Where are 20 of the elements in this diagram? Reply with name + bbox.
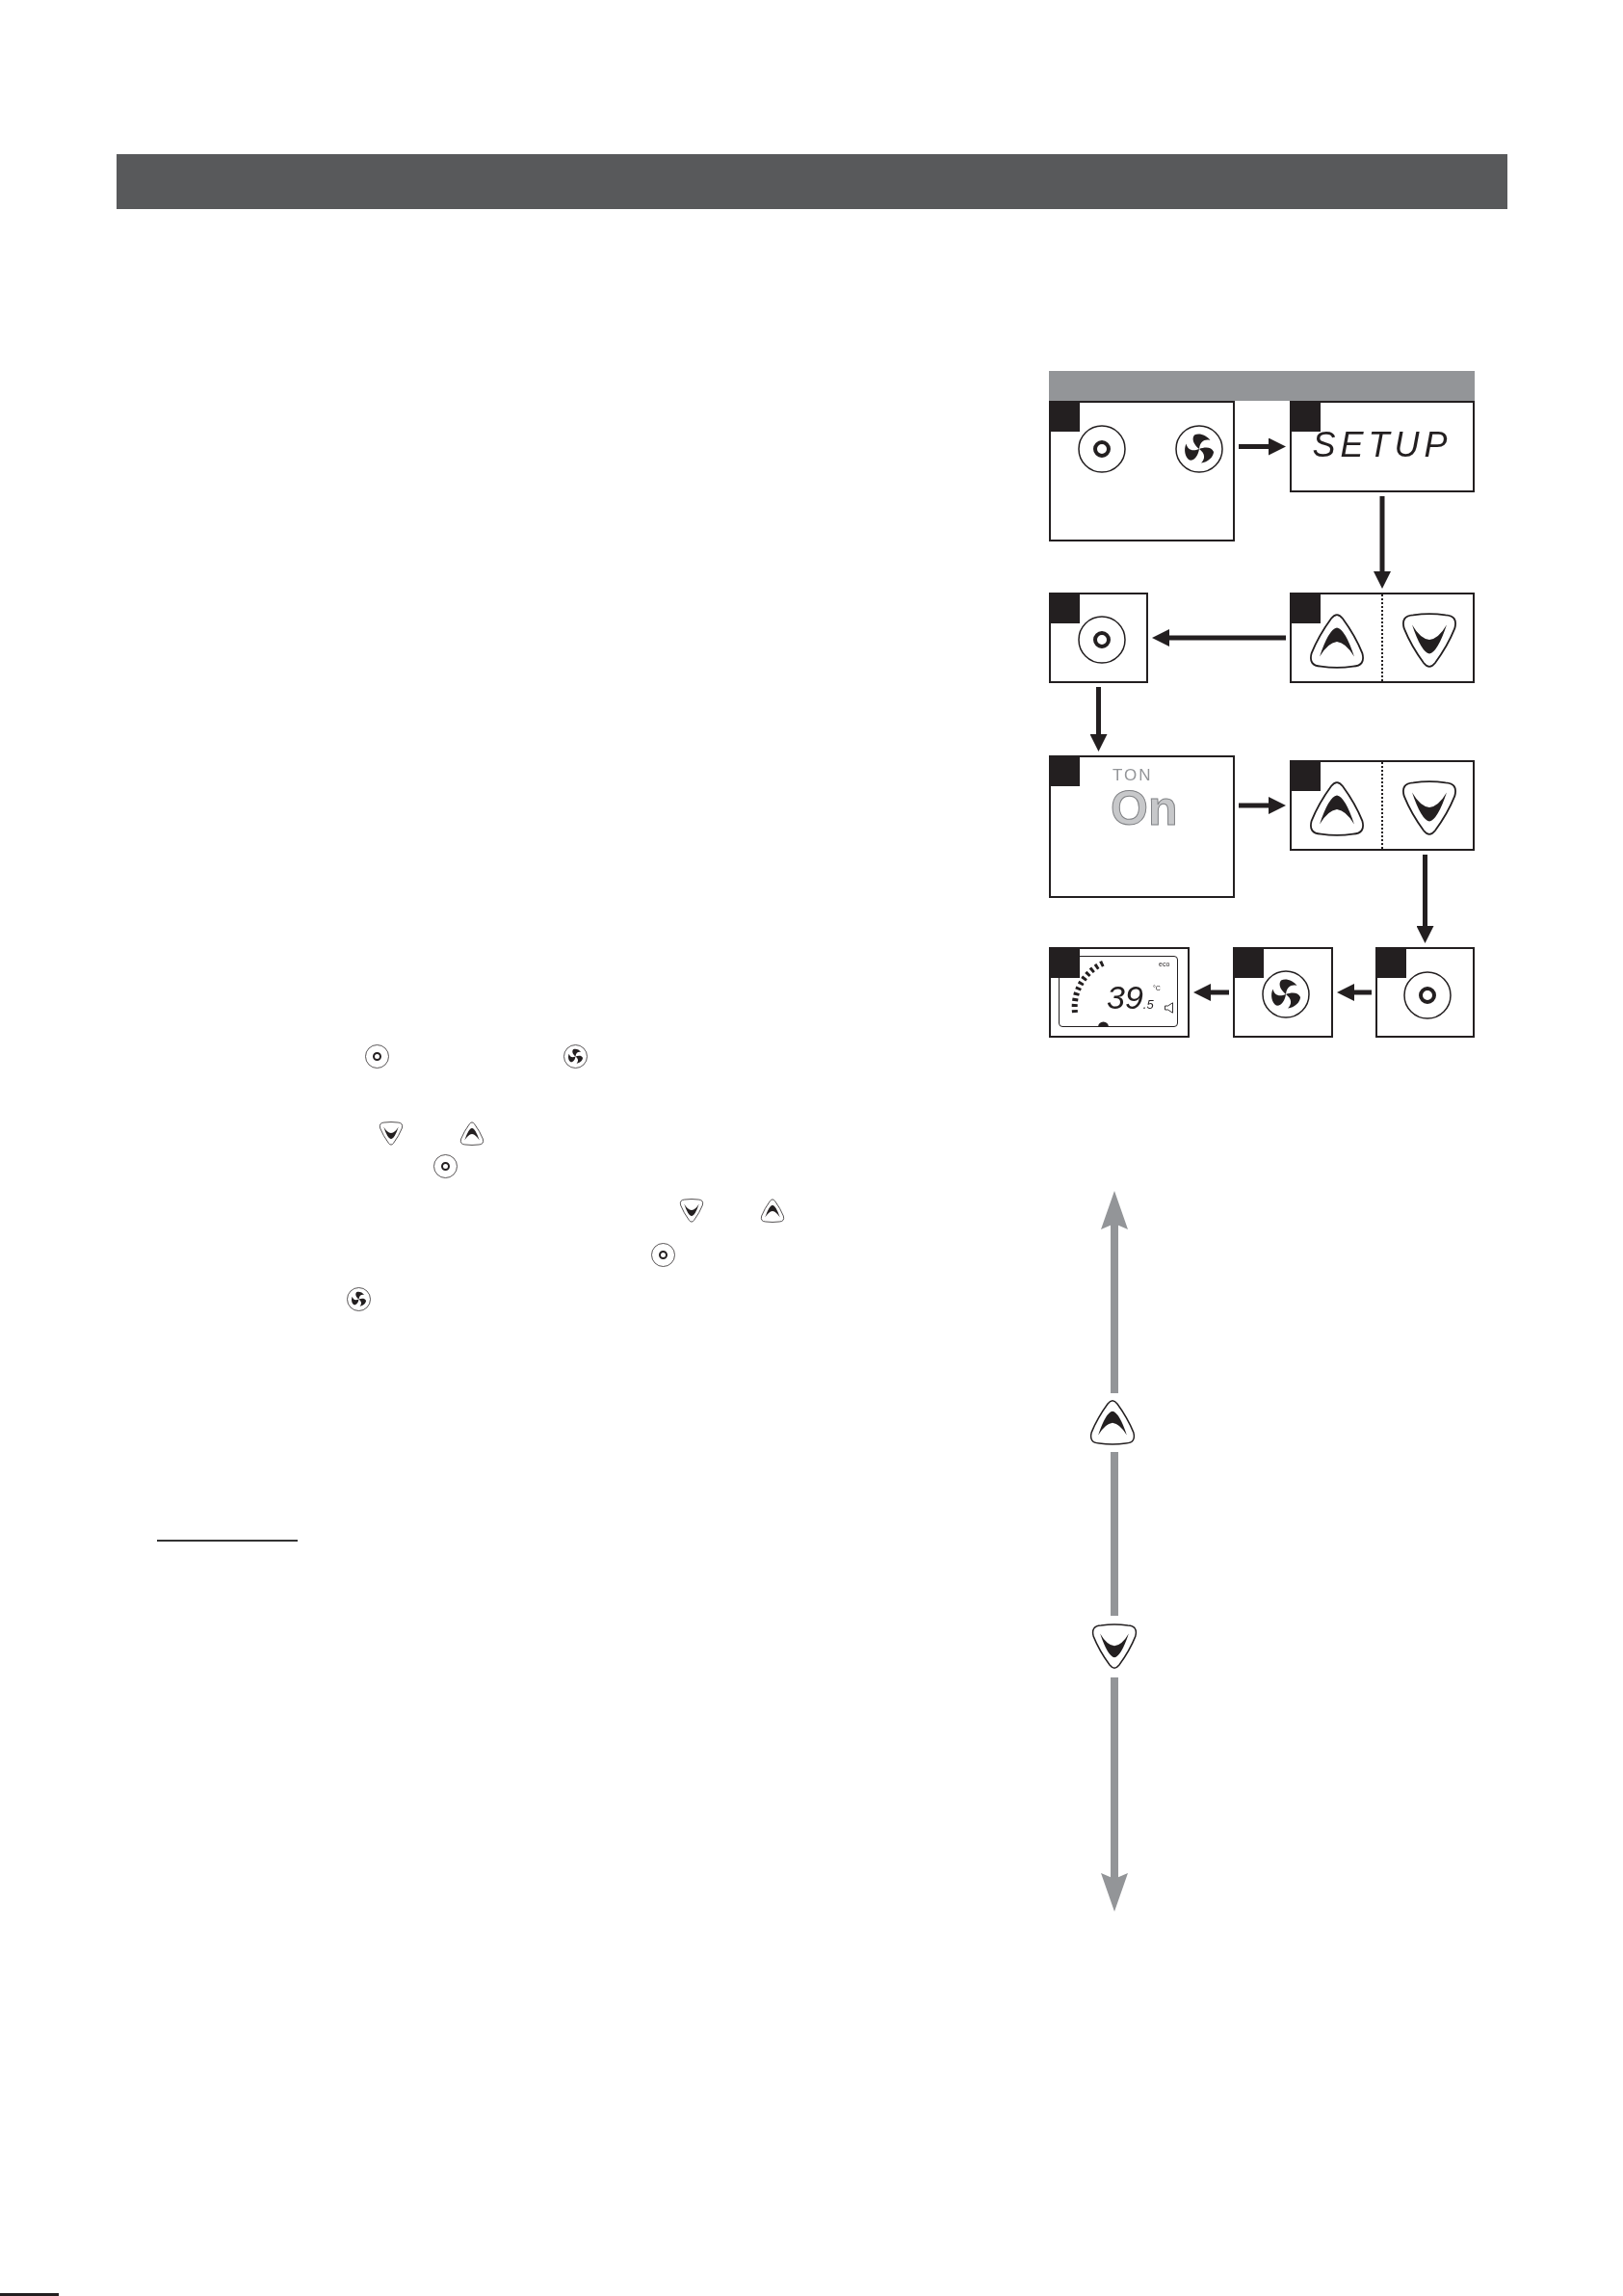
step-box xyxy=(1049,401,1235,541)
arrow xyxy=(1374,496,1391,589)
step-box xyxy=(1049,947,1190,1038)
arrow xyxy=(1337,984,1372,1001)
arrow xyxy=(1193,984,1229,1001)
arrow xyxy=(1239,437,1286,456)
step-box xyxy=(1049,593,1148,683)
arrow xyxy=(1089,687,1108,752)
lcd-text: SETUP xyxy=(1312,428,1453,462)
arrow xyxy=(1239,797,1286,814)
step-box xyxy=(1290,593,1475,683)
lcd-value: On xyxy=(1111,784,1178,832)
step-box xyxy=(1375,947,1475,1038)
step-box xyxy=(1290,760,1475,851)
step-box xyxy=(1233,947,1333,1038)
step-box xyxy=(1290,401,1475,492)
arrow xyxy=(1152,629,1286,647)
step-box xyxy=(1049,755,1235,898)
lcd-label: TON xyxy=(1113,767,1153,783)
arrow xyxy=(1416,855,1434,943)
